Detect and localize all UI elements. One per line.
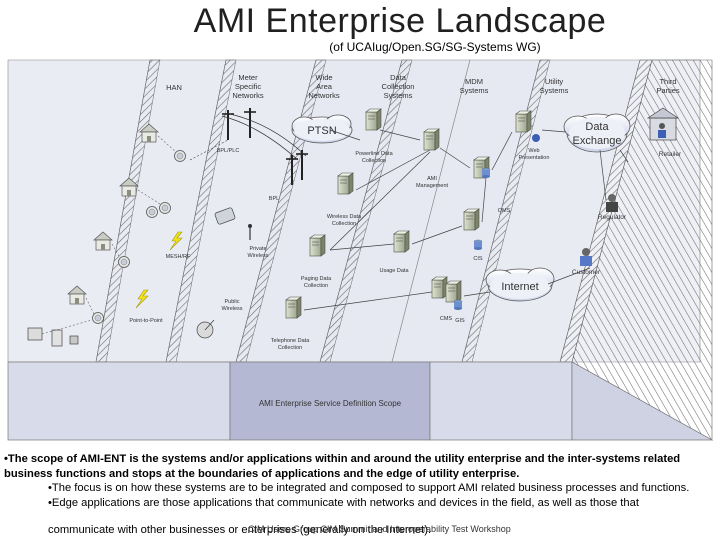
label-regulator: Regulator bbox=[598, 214, 627, 221]
server-icon bbox=[337, 172, 354, 195]
bullet-sub-3: communicate with other businesses or ent… bbox=[48, 524, 432, 536]
label-cms: CMS bbox=[440, 316, 453, 322]
label-gis: GIS bbox=[455, 318, 465, 324]
header-mdm-2: Systems bbox=[460, 86, 489, 95]
flow-arrows bbox=[303, 129, 629, 311]
exchange-label-1: Data bbox=[585, 121, 609, 133]
label-telephone-dc-1: Telephone Data bbox=[271, 338, 310, 344]
cloud-pstn: PTSN bbox=[291, 114, 353, 144]
front-slab-right bbox=[429, 361, 573, 441]
cloud-data-exchange: Data Exchange bbox=[563, 113, 631, 153]
header-dcs-3: Systems bbox=[384, 91, 413, 100]
label-public-wireless-1: Public bbox=[225, 299, 240, 305]
label-web-2: Presentation bbox=[519, 155, 550, 161]
label-wireless-dc-1: Wireless Data bbox=[327, 214, 362, 220]
footer-tag: CIM Users Group CIM Summit and Interoper… bbox=[248, 524, 511, 534]
server-icon bbox=[445, 280, 462, 303]
label-powerline-2: Collection bbox=[362, 158, 386, 164]
label-cis: CIS bbox=[473, 256, 483, 262]
label-ami-mgmt-2: Management bbox=[416, 183, 449, 189]
device-icon bbox=[69, 335, 79, 345]
label-customer: Customer bbox=[572, 269, 601, 276]
database-icon bbox=[453, 299, 463, 311]
front-slab-left bbox=[7, 361, 231, 441]
label-powerline-1: Powerline Data bbox=[355, 151, 393, 157]
bullet-sub-2: •Edge applications are those application… bbox=[48, 496, 639, 509]
header-wan-3: Networks bbox=[308, 91, 340, 100]
label-mesh-rf: MESH/RF bbox=[166, 254, 191, 260]
pstn-label: PTSN bbox=[307, 125, 336, 137]
system-labels: Powerline Data Collection Wireless Data … bbox=[271, 148, 550, 351]
label-ami-mgmt-1: AMI bbox=[427, 176, 437, 182]
header-dcs-2: Collection bbox=[382, 82, 415, 91]
scope-label: AMI Enterprise Service Definition Scope bbox=[259, 399, 402, 408]
header-meter-2: Specific bbox=[235, 82, 262, 91]
display-icon bbox=[27, 327, 43, 341]
page-subtitle: (of UCAIug/Open.SG/SG-Systems WG) bbox=[329, 40, 541, 54]
label-bpl-plc: BPL/PLC bbox=[217, 148, 240, 154]
regulator-person-icon bbox=[608, 194, 616, 202]
label-paging-dc-2: Collection bbox=[304, 283, 328, 289]
header-meter-1: Meter bbox=[238, 73, 258, 82]
label-retailer: Retailer bbox=[659, 151, 682, 158]
meter-icon bbox=[146, 206, 158, 218]
server-icon bbox=[365, 108, 382, 131]
header-wan-2: Area bbox=[316, 82, 333, 91]
bullet-list: •The scope of AMI-ENT is the systems and… bbox=[0, 452, 712, 510]
mdm-servers bbox=[453, 110, 540, 311]
globe-icon bbox=[532, 134, 540, 142]
label-telephone-dc-2: Collection bbox=[278, 345, 302, 351]
server-icon bbox=[515, 110, 532, 133]
label-private-wireless-1: Private bbox=[249, 246, 266, 252]
scope-slab bbox=[229, 361, 431, 441]
header-dcs-1: Data bbox=[390, 73, 407, 82]
label-web-1: Web bbox=[528, 148, 539, 154]
server-icon bbox=[423, 128, 440, 151]
database-icon bbox=[473, 239, 483, 251]
label-private-wireless-2: Wireless bbox=[247, 253, 268, 259]
header-han: HAN bbox=[166, 83, 182, 92]
header-utility-2: Systems bbox=[540, 86, 569, 95]
third-parties: Retailer Regulator Customer bbox=[572, 107, 682, 276]
header-utility-1: Utility bbox=[545, 77, 564, 86]
label-oms: OMS bbox=[498, 208, 511, 214]
cloud-internet: Internet bbox=[485, 267, 555, 302]
label-paging-dc-1: Paging Data bbox=[301, 276, 332, 282]
database-icon bbox=[481, 167, 491, 179]
meter-network-labels: BPL/PLC BPL MESH/RF Point-to-Point Priva… bbox=[129, 148, 279, 324]
header-wan-1: Wide bbox=[315, 73, 332, 82]
bullet-sub-1: •The focus is on how these systems are t… bbox=[48, 482, 690, 494]
label-bpl: BPL bbox=[269, 196, 279, 202]
header-third-2: Parties bbox=[656, 86, 680, 95]
bullet-main: •The scope of AMI-ENT is the systems and… bbox=[4, 453, 681, 480]
server-icon bbox=[393, 230, 410, 253]
header-third-1: Third bbox=[659, 77, 676, 86]
server-icon bbox=[431, 276, 448, 299]
server-icon bbox=[285, 296, 302, 319]
meter-icon bbox=[92, 312, 104, 324]
meter-icon bbox=[118, 256, 130, 268]
radio-icon bbox=[214, 207, 236, 225]
header-mdm-1: MDM bbox=[465, 77, 483, 86]
meter-icon bbox=[159, 202, 171, 214]
server-icon bbox=[309, 234, 326, 257]
customer-person-icon bbox=[582, 248, 590, 256]
column-headers: HAN Meter Specific Networks Wide Area Ne… bbox=[166, 73, 680, 100]
server-icon bbox=[463, 208, 480, 231]
exchange-label-2: Exchange bbox=[573, 135, 622, 147]
thermostat-icon bbox=[51, 329, 63, 347]
internet-label: Internet bbox=[501, 281, 538, 293]
label-public-wireless-2: Wireless bbox=[221, 306, 242, 312]
label-usage-data: Usage Data bbox=[379, 268, 409, 274]
meter-icon bbox=[174, 150, 186, 162]
label-point-to-point: Point-to-Point bbox=[129, 318, 163, 324]
han-links bbox=[41, 135, 177, 335]
page-title: AMI Enterprise Landscape bbox=[193, 2, 607, 40]
header-meter-3: Networks bbox=[232, 91, 264, 100]
meter-networks bbox=[135, 107, 309, 339]
han-devices bbox=[27, 123, 186, 347]
label-wireless-dc-2: Collection bbox=[332, 221, 356, 227]
